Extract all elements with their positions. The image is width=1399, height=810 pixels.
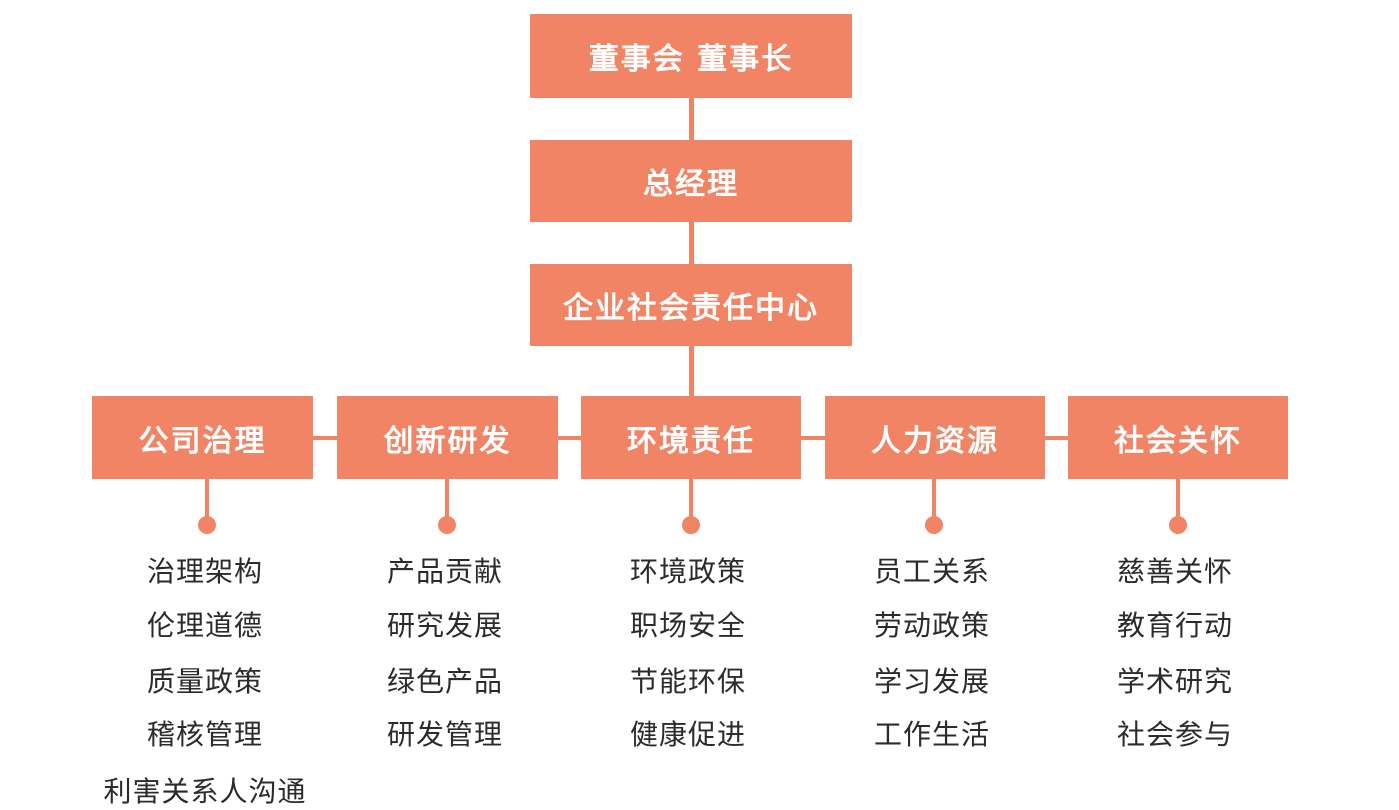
department-dot — [682, 516, 700, 534]
department-box-environment: 环境责任 — [581, 396, 801, 479]
list-item: 环境政策 — [629, 555, 746, 588]
connector-board-gm — [689, 98, 694, 140]
department-dot — [925, 516, 943, 534]
connector-csr-departments — [689, 346, 694, 396]
list-item: 稽核管理 — [146, 718, 263, 751]
list-item: 职场安全 — [629, 609, 746, 642]
csr-center-box: 企业社会责任中心 — [530, 264, 852, 346]
list-item: 研究发展 — [386, 609, 503, 642]
department-label: 社会关怀 — [1114, 423, 1242, 459]
list-item: 伦理道德 — [146, 609, 263, 642]
connector-dept-2-3 — [558, 436, 581, 440]
list-item: 产品贡献 — [386, 555, 503, 588]
department-label: 创新研发 — [383, 423, 512, 459]
department-box-social-care: 社会关怀 — [1068, 396, 1288, 479]
list-item: 慈善关怀 — [1116, 555, 1233, 588]
list-item: 健康促进 — [629, 718, 746, 751]
general-manager-label: 总经理 — [643, 167, 739, 202]
connector-dept-1-2 — [313, 436, 337, 440]
department-label: 公司治理 — [138, 423, 267, 459]
department-label: 人力资源 — [871, 423, 999, 459]
department-box-human-resources: 人力资源 — [825, 396, 1045, 479]
department-stem — [205, 479, 209, 519]
list-item: 工作生活 — [873, 718, 990, 751]
department-dot — [198, 516, 216, 534]
general-manager-box: 总经理 — [530, 140, 852, 222]
department-label: 环境责任 — [627, 423, 755, 459]
list-item: 治理架构 — [146, 555, 263, 588]
connector-dept-3-4 — [801, 436, 825, 440]
connector-gm-csr — [689, 222, 694, 264]
list-item: 教育行动 — [1116, 609, 1233, 642]
department-stem — [1176, 479, 1180, 519]
list-item: 劳动政策 — [873, 609, 990, 642]
list-item: 利害关系人沟通 — [103, 775, 307, 808]
list-item: 节能环保 — [629, 665, 746, 698]
department-dot — [438, 516, 456, 534]
department-stem — [689, 479, 693, 519]
department-box-governance: 公司治理 — [92, 396, 313, 479]
list-item: 学术研究 — [1116, 665, 1233, 698]
list-item: 质量政策 — [146, 665, 263, 698]
connector-dept-4-5 — [1045, 436, 1068, 440]
list-item: 研发管理 — [386, 718, 503, 751]
board-chairman-label: 董事会 董事长 — [588, 42, 794, 77]
board-chairman-box: 董事会 董事长 — [530, 14, 852, 98]
list-item: 社会参与 — [1116, 718, 1233, 751]
list-item: 员工关系 — [873, 555, 990, 588]
csr-center-label: 企业社会责任中心 — [563, 291, 819, 326]
department-box-innovation: 创新研发 — [337, 396, 558, 479]
list-item: 学习发展 — [873, 665, 990, 698]
list-item: 绿色产品 — [386, 665, 503, 698]
department-stem — [932, 479, 936, 519]
department-dot — [1169, 516, 1187, 534]
department-stem — [445, 479, 449, 519]
